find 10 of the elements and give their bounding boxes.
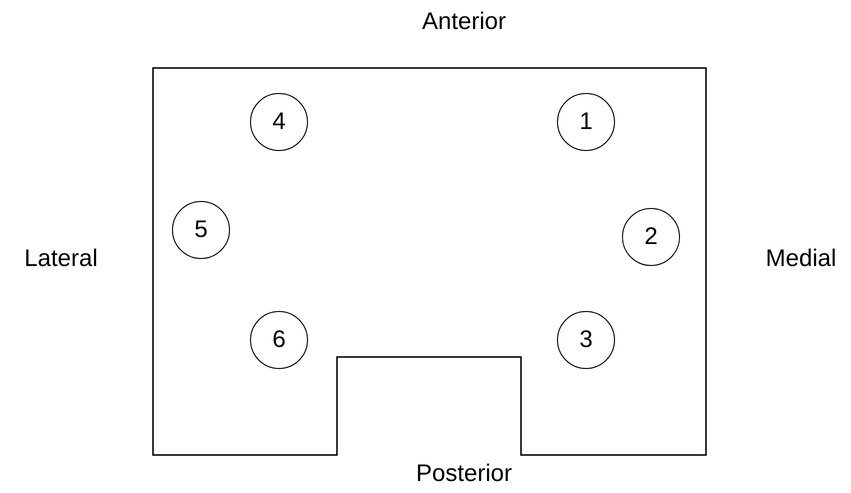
numbered-circle: 3	[557, 311, 615, 369]
direction-label: Medial	[766, 245, 836, 273]
numbered-circle: 2	[622, 208, 680, 266]
numbered-circle: 5	[172, 201, 230, 259]
direction-label: Anterior	[422, 8, 506, 36]
numbered-circle: 4	[250, 93, 308, 151]
numbered-circle: 1	[557, 93, 615, 151]
numbered-circle: 6	[250, 311, 308, 369]
direction-label: Posterior	[416, 460, 512, 488]
direction-label: Lateral	[24, 245, 98, 273]
